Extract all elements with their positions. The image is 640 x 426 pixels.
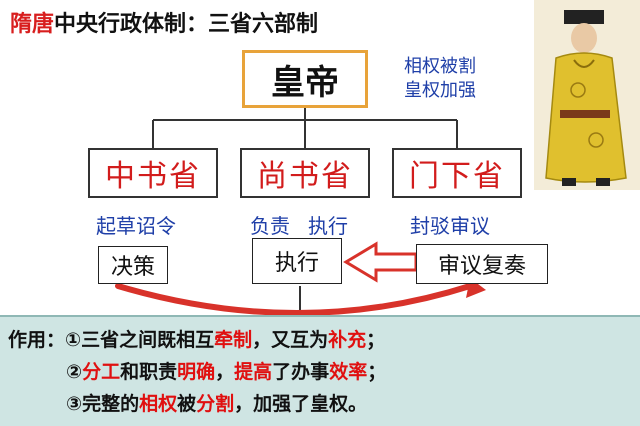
l1-0: ①三省之间既相互	[65, 329, 215, 351]
title-red-part: 隋唐	[10, 12, 55, 37]
action-decide-label: 决策	[110, 255, 155, 280]
role-menxia: 封驳审议	[410, 214, 490, 238]
effects-panel: 作用：①三省之间既相互牵制，又互为补充； ②分工和职责明确，提高了办事效率； ③…	[0, 315, 640, 426]
block-arrow	[343, 241, 418, 283]
l2-1: 分工	[82, 361, 121, 383]
dept-menxia-label: 门下省	[409, 159, 505, 194]
action-decide-box: 决策	[98, 246, 168, 284]
dept-menxia: 门下省	[392, 148, 522, 198]
l2-0: ②	[66, 361, 83, 383]
emperor-label: 皇帝	[271, 62, 339, 103]
l2-8: ；	[367, 361, 387, 383]
l3-2: 被	[177, 393, 197, 415]
emperor-box: 皇帝	[242, 50, 368, 108]
l3-3: 分割	[196, 393, 235, 415]
l2-3: 明确	[177, 361, 216, 383]
l2-2: 和职责	[120, 361, 178, 383]
l3-0: ③完整的	[66, 393, 140, 415]
l2-4: ，	[215, 361, 235, 383]
role-zhongshu: 起草诏令	[96, 214, 176, 238]
l2-5: 提高	[234, 361, 273, 383]
effects-line3: ③完整的相权被分割，加强了皇权。	[66, 389, 367, 416]
l1-2: ，又互为	[252, 329, 329, 351]
l3-4: ，加强了皇权。	[234, 393, 368, 415]
l3-1: 相权	[139, 393, 178, 415]
role-shangshu-b: 执行	[308, 214, 348, 238]
action-execute-label: 执行	[274, 251, 319, 276]
emperor-note-line2: 皇权加强	[404, 80, 476, 101]
title-black-part: 中央行政体制：三省六部制	[54, 12, 319, 37]
page-title: 隋唐中央行政体制：三省六部制	[10, 6, 318, 38]
role-shangshu-a: 负责	[250, 214, 290, 238]
emperor-portrait	[534, 0, 640, 190]
curved-arrow	[115, 283, 473, 316]
l1-3: 补充	[328, 329, 367, 351]
effects-line1: 作用：①三省之间既相互牵制，又互为补充；	[8, 325, 385, 352]
dept-shangshu: 尚书省	[240, 148, 370, 198]
emperor-note-line1: 相权被割	[404, 56, 476, 77]
l2-6: 了办事	[272, 361, 330, 383]
l1-4: ；	[366, 329, 386, 351]
effects-heading: 作用：	[8, 329, 66, 351]
action-execute-box: 执行	[252, 238, 342, 284]
dept-shangshu-label: 尚书省	[257, 159, 353, 194]
l2-7: 效率	[329, 361, 368, 383]
dept-zhongshu-label: 中书省	[105, 159, 201, 194]
action-review-box: 审议复奏	[416, 244, 548, 284]
action-review-label: 审议复奏	[437, 254, 526, 279]
l1-1: 牵制	[214, 329, 253, 351]
dept-zhongshu: 中书省	[88, 148, 218, 198]
effects-line2: ②分工和职责明确，提高了办事效率；	[66, 357, 386, 384]
